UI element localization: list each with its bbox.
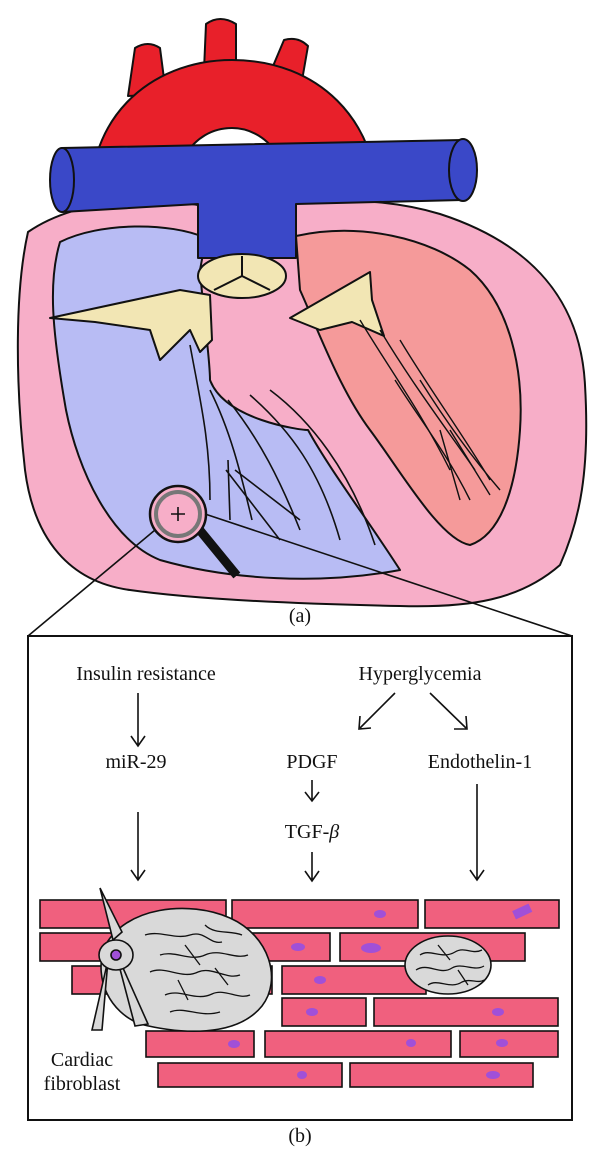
left-chordae [359,319,501,501]
arrow-endothelin-to-tissue [469,784,485,882]
cardiac-fibroblast [90,887,273,1033]
pathway-arrows [130,692,485,883]
pathway-labels: Insulin resistance Hyperglycemia miR-29 … [76,663,532,843]
node-pdgf: PDGF [286,751,337,773]
arrow-tgf-to-tissue [304,852,320,883]
central-valve-lines [213,256,271,291]
aortic-branch-2 [203,18,237,71]
zoom-line-right [204,513,573,637]
fibroblast-label-line2: fibroblast [44,1073,121,1095]
fibroblast-small [404,935,492,995]
arrow-hyperglycemia-to-pdgf [358,692,396,730]
node-mir29: miR-29 [105,751,166,773]
right-chordae [189,344,376,546]
node-tgf-beta: TGF-β [285,821,339,843]
node-insulin-resistance: Insulin resistance [76,663,216,685]
panel-a-label: (a) [289,605,311,627]
panel-b-label: (b) [288,1125,311,1147]
fibroblast-label-line1: Cardiac [51,1049,113,1071]
vena-cava-opening-right [448,138,478,202]
zoom-line-left [27,529,156,637]
arrow-mir29-to-tissue [130,812,146,882]
magnifier-icon [148,484,241,579]
heart-illustration [16,18,588,608]
vena-cava-opening-left [49,147,75,213]
node-endothelin-1: Endothelin-1 [428,751,532,773]
muscle-cells [39,899,560,1088]
right-valve-leaflet [49,289,213,361]
arrow-hyperglycemia-to-endothelin [429,692,468,730]
arrow-insulin-to-mir29 [130,693,146,748]
arrow-pdgf-to-tgf [304,780,320,803]
node-hyperglycemia: Hyperglycemia [359,663,482,685]
